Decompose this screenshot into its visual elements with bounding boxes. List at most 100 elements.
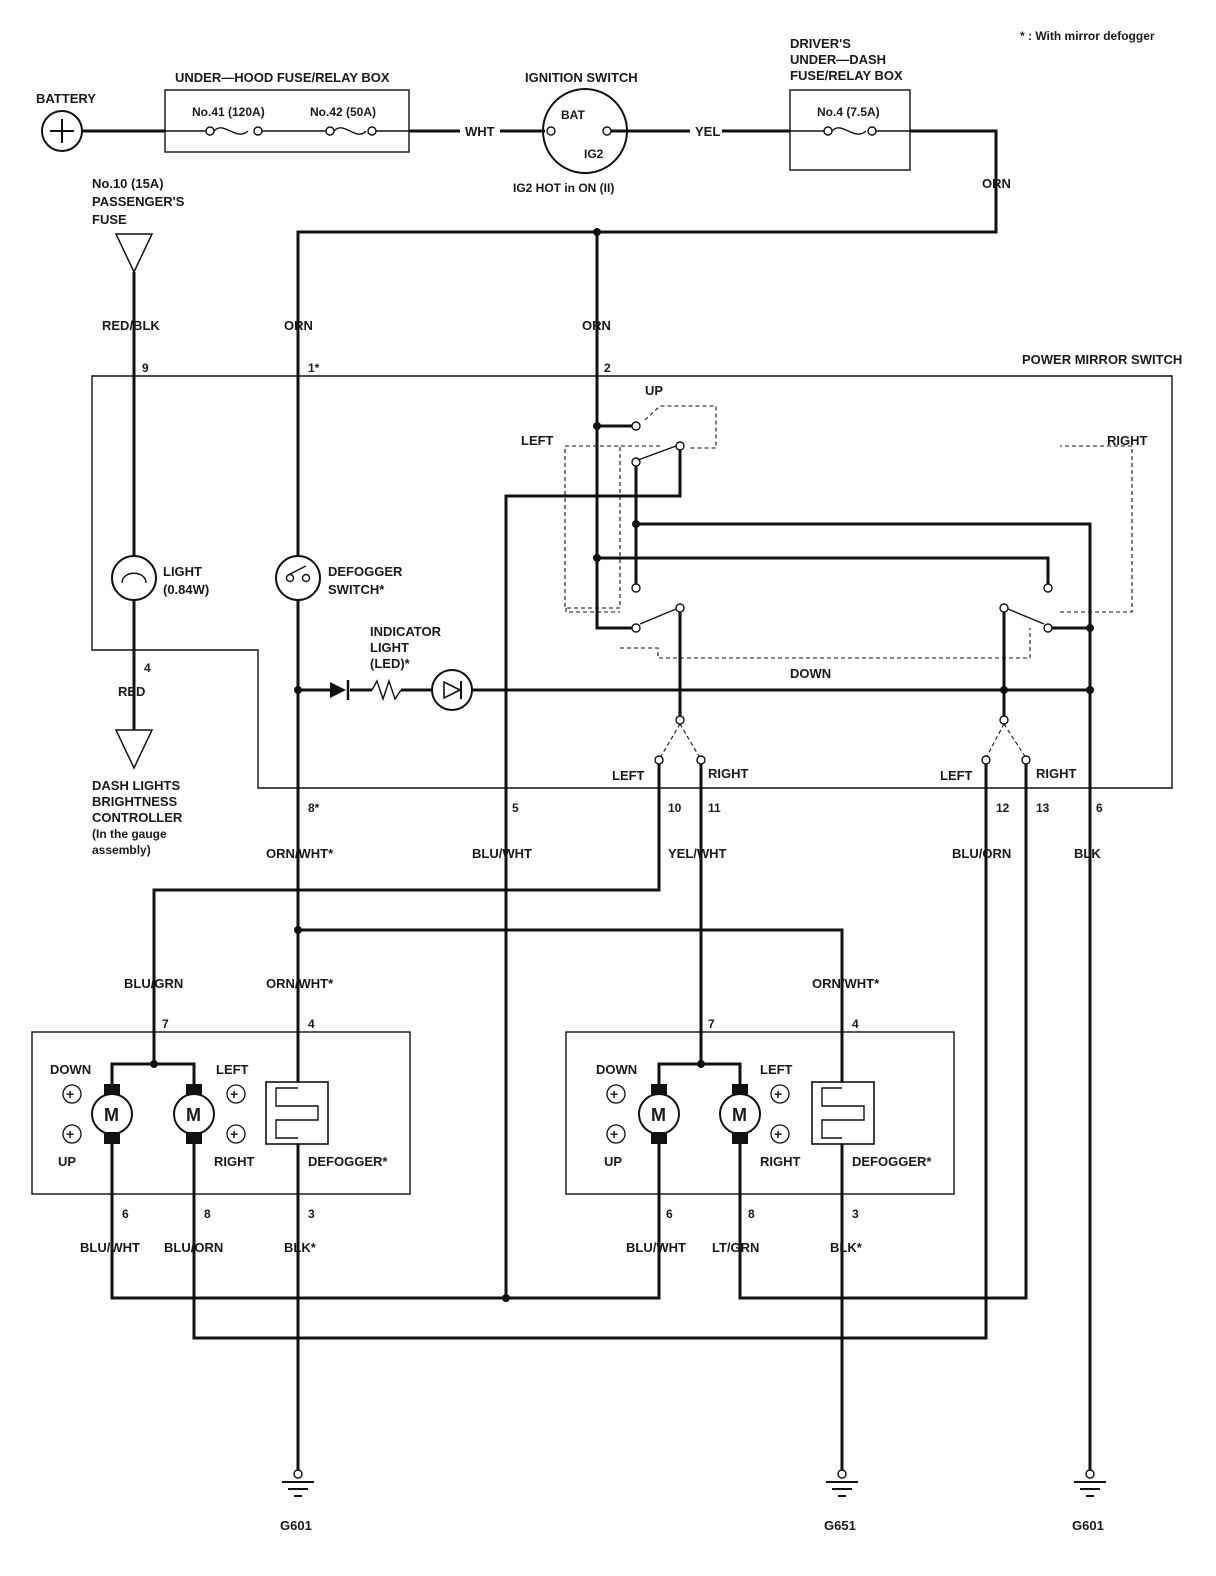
under-dash-title-2: UNDER—DASH (790, 52, 886, 67)
left-mirror-pin-8: 8 (204, 1207, 211, 1221)
wire-label-wht: WHT (465, 124, 495, 139)
under-dash-fuse-relay-box (789, 89, 911, 171)
switch-contact (631, 421, 641, 431)
motor-label-2: M (186, 1105, 201, 1125)
dash-ctrl-label-3: CONTROLLER (92, 810, 183, 825)
ground-label-g601-right: G601 (1072, 1518, 1104, 1533)
switch-right-label: RIGHT (1107, 433, 1148, 448)
right-mirror-right-label: RIGHT (760, 1154, 801, 1169)
wire-label-blu-grn: BLU/GRN (124, 976, 183, 991)
wire-label-lt-grn: LT/GRN (712, 1240, 759, 1255)
switch-light-label-1: LIGHT (163, 564, 202, 579)
pin-10: 10 (668, 801, 682, 815)
wire-label-orn-wht-3: ORN/WHT* (812, 976, 880, 991)
left-mirror-down-label: DOWN (50, 1062, 91, 1077)
svg-text:+: + (610, 1126, 618, 1142)
selector-left-label-2: LEFT (940, 768, 973, 783)
plus-symbols-left: + + + + (62, 1084, 246, 1144)
under-hood-fuse-relay-box (164, 89, 410, 153)
switch-left-label: LEFT (521, 433, 554, 448)
right-mirror-left-label: LEFT (760, 1062, 793, 1077)
pin-2: 2 (604, 361, 611, 375)
pin-12: 12 (996, 801, 1010, 815)
svg-text:+: + (230, 1126, 238, 1142)
defogger-switch (275, 555, 321, 601)
left-mirror-pin-3: 3 (308, 1207, 315, 1221)
switch-light-bulb (111, 555, 157, 601)
dash-lights-controller-symbol (114, 729, 154, 770)
wire-label-orn-1: ORN (982, 176, 1011, 191)
under-dash-title-1: DRIVER'S (790, 36, 851, 51)
fuse-41-label: No.41 (120A) (192, 105, 265, 119)
left-mirror-defogger-label: DEFOGGER* (308, 1154, 388, 1169)
pin-6: 6 (1096, 801, 1103, 815)
linkage-left (564, 405, 717, 609)
dash-ctrl-label-5: assembly) (92, 843, 151, 857)
pin-13: 13 (1036, 801, 1050, 815)
right-mirror-pin-8: 8 (748, 1207, 755, 1221)
pin-1: 1* (308, 361, 320, 375)
passenger-fuse-label-2: PASSENGER'S (92, 194, 185, 209)
ignition-bat-label: BAT (561, 108, 585, 122)
wire-label-yel: YEL (695, 124, 720, 139)
power-mirror-switch-title: POWER MIRROR SWITCH (1022, 352, 1182, 367)
right-mirror-defogger-label: DEFOGGER* (852, 1154, 932, 1169)
defogger-switch-label-2: SWITCH* (328, 582, 385, 597)
wire-label-orn-wht-1: ORN/WHT* (266, 846, 334, 861)
under-hood-box-title: UNDER—HOOD FUSE/RELAY BOX (175, 70, 390, 85)
right-mirror-pin-4: 4 (852, 1017, 859, 1031)
svg-text:+: + (66, 1086, 74, 1102)
wire-label-blu-orn-1: BLU/ORN (952, 846, 1011, 861)
left-mirror-up-label: UP (58, 1154, 76, 1169)
power-mirror-switch-outline (91, 375, 1173, 789)
wire-label-blk-star-2: BLK* (830, 1240, 863, 1255)
ignition-ig2-label: IG2 (584, 147, 604, 161)
linkage-right (1060, 445, 1133, 613)
right-mirror-up-label: UP (604, 1154, 622, 1169)
svg-text:+: + (774, 1086, 782, 1102)
resistor-symbol (371, 678, 402, 702)
wire-label-orn-wht-2: ORN/WHT* (266, 976, 334, 991)
defogger-switch-label-1: DEFOGGER (328, 564, 403, 579)
svg-text:+: + (66, 1126, 74, 1142)
switch-down-label: DOWN (790, 666, 831, 681)
indicator-light-label-2: LIGHT (370, 640, 409, 655)
selector-right-label-2: RIGHT (1036, 766, 1077, 781)
linkage-down (565, 445, 1031, 659)
wire-label-red-blk: RED/BLK (102, 318, 160, 333)
ground-g601-right (1074, 1469, 1106, 1497)
wire-orn-main (296, 129, 998, 376)
left-mirror-pin-7: 7 (162, 1017, 169, 1031)
motor-label-1: M (104, 1105, 119, 1125)
svg-text:+: + (230, 1086, 238, 1102)
svg-text:+: + (610, 1086, 618, 1102)
passenger-fuse-label-1: No.10 (15A) (92, 176, 164, 191)
right-mirror-pin-7: 7 (708, 1017, 715, 1031)
fuse-42-symbol (333, 127, 367, 135)
left-mirror-pin-6: 6 (122, 1207, 129, 1221)
left-mirror-pin-4: 4 (308, 1017, 315, 1031)
dash-ctrl-label-1: DASH LIGHTS (92, 778, 180, 793)
ground-g651 (826, 1469, 858, 1497)
selector-left-label-1: LEFT (612, 768, 645, 783)
wire-label-orn-3: ORN (582, 318, 611, 333)
under-dash-title-3: FUSE/RELAY BOX (790, 68, 903, 83)
ignition-caption: IG2 HOT in ON (II) (513, 181, 614, 195)
passenger-fuse-symbol (114, 233, 154, 274)
wire-label-blk-star-1: BLK* (284, 1240, 317, 1255)
right-mirror-pin-6: 6 (666, 1207, 673, 1221)
pin-11: 11 (708, 801, 721, 815)
left-mirror-right-label: RIGHT (214, 1154, 255, 1169)
selector-right-label-1: RIGHT (708, 766, 749, 781)
battery-label: BATTERY (36, 91, 96, 106)
wire-label-blu-wht-1: BLU/WHT (472, 846, 532, 861)
wire-label-red: RED (118, 684, 145, 699)
svg-text:+: + (774, 1126, 782, 1142)
wire-label-blu-wht-3: BLU/WHT (626, 1240, 686, 1255)
motor-label-4: M (732, 1105, 747, 1125)
wire-label-blk: BLK (1074, 846, 1101, 861)
wire-label-orn-2: ORN (284, 318, 313, 333)
passenger-fuse-label-3: FUSE (92, 212, 127, 227)
fuse-41-symbol (213, 127, 249, 135)
